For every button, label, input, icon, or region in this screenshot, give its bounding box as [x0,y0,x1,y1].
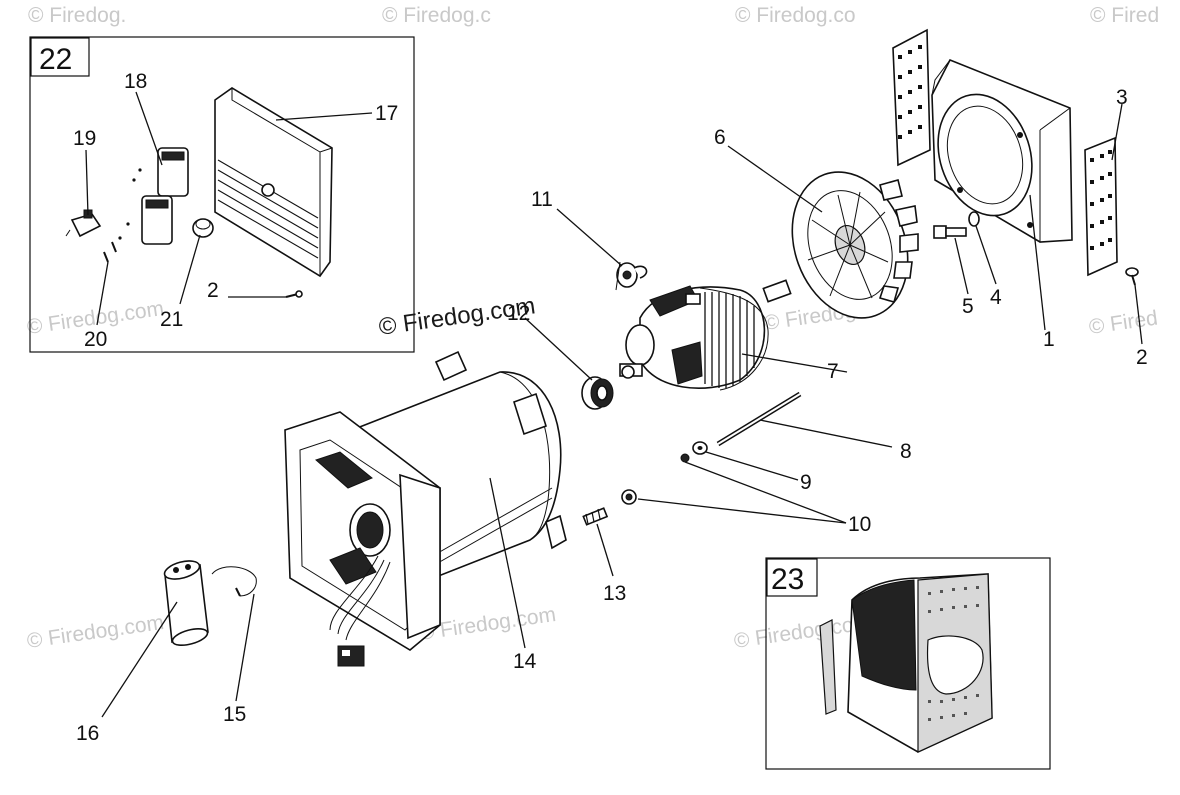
callout-6: 6 [714,126,726,149]
callout-8: 8 [900,440,912,463]
callout-14: 14 [513,650,537,673]
callout-3: 3 [1116,86,1128,109]
part-13-stud [582,507,609,526]
vent-grille-left [892,28,931,167]
part-15-clamp [211,566,257,597]
watermark-text: © Firedog.co [735,4,856,27]
box-23-label: 23 [771,563,804,596]
callout-21: 21 [160,308,183,331]
inset-box-22: 22 [29,36,415,353]
callout-17: 17 [375,102,398,125]
inset-box-23: 23 [765,557,1051,770]
watermark-text: © Firedog.com [25,611,165,653]
watermark-text: © Firedog. [28,4,126,27]
part-9-washer [692,441,708,455]
part-21-breaker [192,218,214,238]
callout-13: 13 [603,582,626,605]
callout-2: 2 [1136,346,1148,369]
part-17-control-panel [214,87,333,278]
part-6-fan [791,171,919,319]
part-23-enclosure [819,573,993,753]
callout-5: 5 [962,295,974,318]
part-18-outlet [118,147,189,245]
box-22-label: 22 [39,43,72,76]
part-10-nut [621,453,690,505]
callout-15: 15 [223,703,246,726]
callout-18: 18 [124,70,147,93]
callout-7: 7 [827,360,839,383]
callout-10: 10 [848,513,871,536]
part-14-stator-housing [284,350,567,667]
part-5-bolt [933,225,967,239]
part-4-washer [968,211,980,227]
part-8-through-bolt [716,391,802,447]
callout-12: 12 [507,302,530,325]
part-12-bearing [581,376,614,410]
callout-20: 20 [84,328,107,351]
callout-19: 19 [73,127,96,150]
callout-1: 1 [1043,328,1055,351]
callout-11: 11 [531,188,553,211]
part-19-switch [65,209,102,238]
callout-2: 2 [207,279,219,302]
part-7-rotor [619,279,792,391]
part-11-clip [615,261,648,291]
callout-16: 16 [76,722,99,745]
part-1-end-bell [931,58,1073,243]
part-2-screw [1125,267,1139,286]
screws [103,241,303,298]
callout-4: 4 [990,286,1002,309]
watermark-text: © Fired [1087,307,1159,339]
watermark-text: © Fired [1090,4,1159,27]
callout-9: 9 [800,471,812,494]
part-16-capacitor [163,560,209,647]
watermark-text: © Firedog.c [382,4,491,27]
part-3-vent-grille [1084,136,1118,277]
